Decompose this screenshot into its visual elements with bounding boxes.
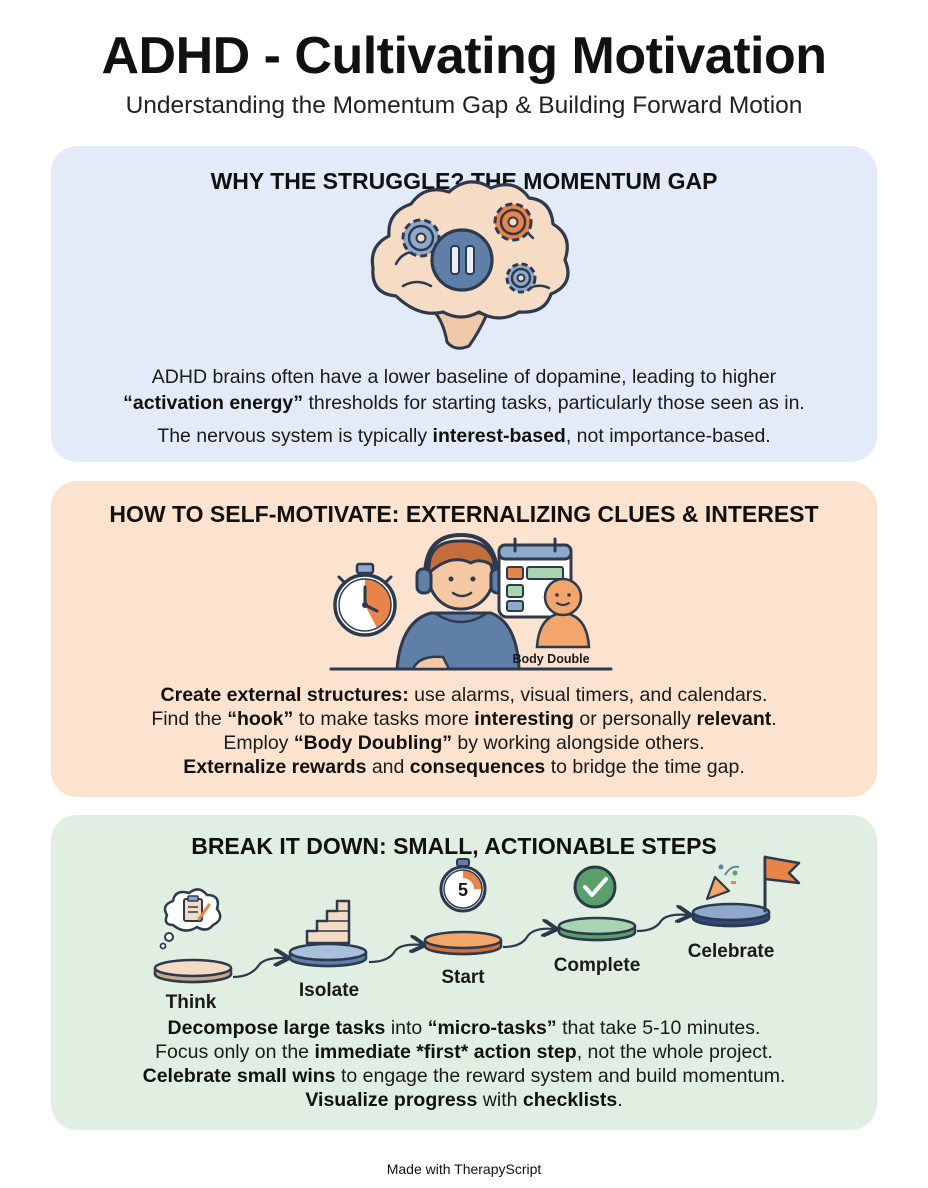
section-momentum-gap: WHY THE STRUGGLE? THE MOMENTUM GAP [51,146,877,462]
stopwatch-icon [333,562,397,637]
body-double-label: Body Double [512,652,589,666]
body-line: Visualize progress with checklists. [305,1089,623,1111]
check-circle-icon [573,865,617,909]
step-complete [557,916,637,942]
body-line: Focus only on the immediate *first* acti… [155,1041,773,1063]
body-line: Decompose large tasks into “micro-tasks”… [167,1017,761,1039]
flag-icon [763,855,801,913]
page-subtitle: Understanding the Momentum Gap & Buildin… [125,92,803,119]
page-title: ADHD - Cultivating Motivation [101,27,827,85]
step-label-start: Start [441,967,485,988]
section-title: HOW TO SELF-MOTIVATE: EXTERNALIZING CLUE… [109,501,819,527]
body-line: Externalize rewards and consequences to … [183,756,745,778]
step-label-isolate: Isolate [299,980,359,1001]
body-line: Find the “hook” to make tasks more inter… [151,708,777,730]
step-label-celebrate: Celebrate [688,941,775,962]
body-line: ADHD brains often have a lower baseline … [151,366,777,388]
step-celebrate [691,902,771,928]
body-line: Celebrate small wins to engage the rewar… [142,1065,786,1087]
party-popper-icon [705,864,740,901]
timer-icon: 5 [439,858,487,913]
stairs-icon [305,899,351,945]
section-self-motivate: HOW TO SELF-MOTIVATE: EXTERNALIZING CLUE… [51,481,877,797]
section-body: Create external structures: use alarms, … [51,683,877,779]
timer-number: 5 [458,880,468,900]
body-line: “activation energy” thresholds for start… [123,392,805,414]
brain-gears-pause-icon [370,180,570,350]
footer-credit: Made with TherapyScript [386,1161,542,1177]
steps-staircase-illustration: 5 Think Isolat [153,855,801,1013]
step-label-complete: Complete [554,955,641,976]
step-think [153,958,233,984]
body-line: Create external structures: use alarms, … [160,684,768,706]
section-title: BREAK IT DOWN: SMALL, ACTIONABLE STEPS [191,833,717,859]
body-line: Employ “Body Doubling” by working alongs… [223,732,705,754]
thought-clipboard-icon [159,888,222,950]
person-headphones-icon [395,532,521,671]
body-double-icon [535,577,591,649]
section-body: Decompose large tasks into “micro-tasks”… [51,1016,877,1112]
body-line: The nervous system is typically interest… [157,425,771,447]
step-label-think: Think [166,992,217,1013]
section-body: ADHD brains often have a lower baseline … [51,364,877,449]
external-structure-illustration: Body Double [329,532,613,671]
step-start [423,930,503,956]
section-break-it-down: BREAK IT DOWN: SMALL, ACTIONABLE STEPS [51,815,877,1130]
step-isolate [288,942,368,968]
